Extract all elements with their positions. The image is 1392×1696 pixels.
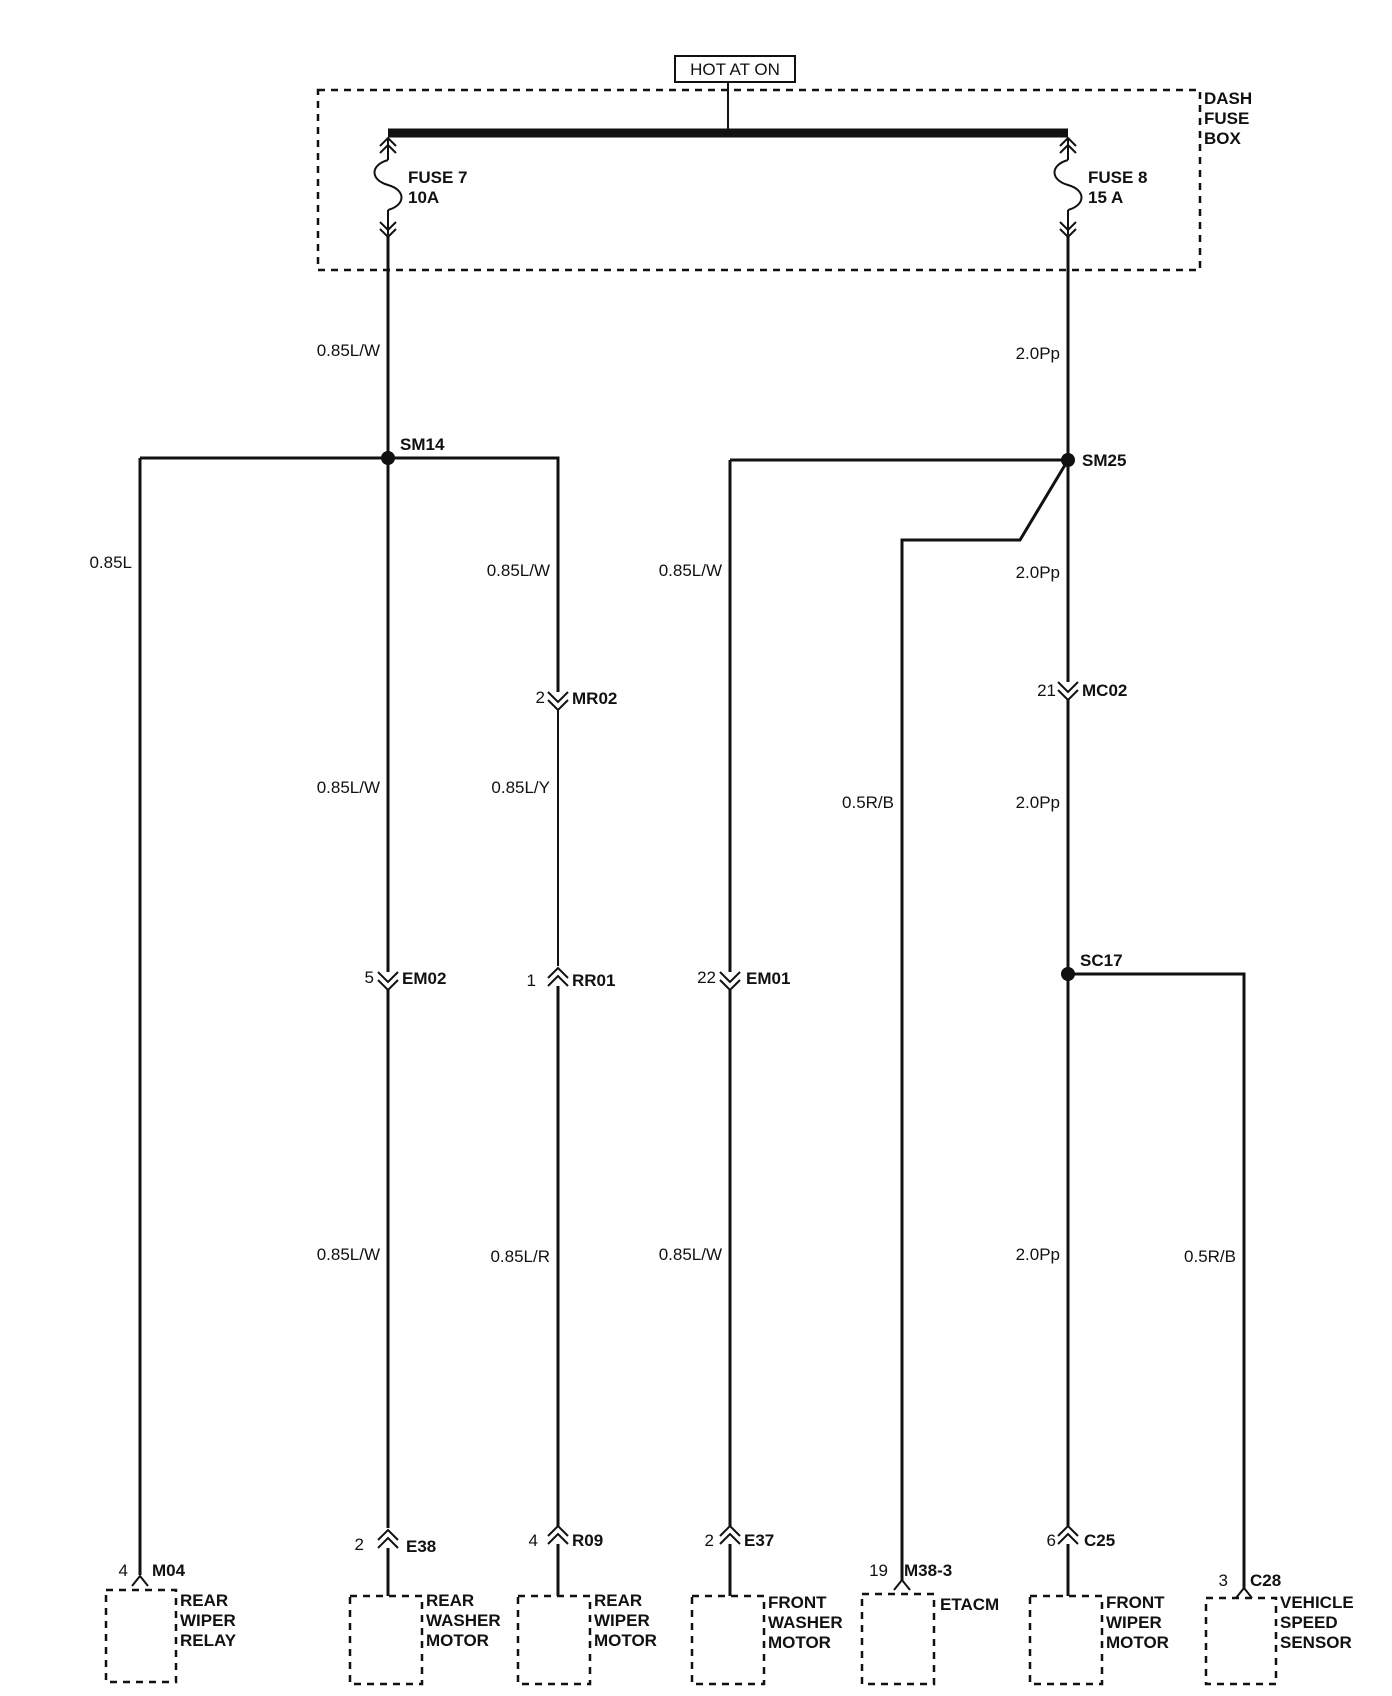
component-vehicle-speed-sensor-line1: VEHICLE	[1280, 1593, 1354, 1612]
component-rear-wiper-motor-line2: WIPER	[594, 1611, 650, 1630]
connector-m04: 4 M04	[119, 1561, 186, 1587]
component-vehicle-speed-sensor-line2: SPEED	[1280, 1613, 1338, 1632]
fuse-7-name: FUSE 7	[408, 168, 468, 187]
wire-label-relay-feed: 0.85L	[89, 553, 132, 572]
power-source: HOT AT ON	[674, 55, 796, 133]
wire-label-fuse7-out: 0.85L/W	[317, 341, 380, 360]
wire-etacm	[900, 459, 1070, 1580]
component-front-wiper-motor-line2: WIPER	[1106, 1613, 1162, 1632]
component-rear-washer-motor-line2: WASHER	[426, 1611, 501, 1630]
component-rear-wiper-relay-line1: REAR	[180, 1591, 228, 1610]
component-front-wiper-motor: FRONT WIPER MOTOR	[1028, 1593, 1169, 1686]
fuse-box-label-line3: BOX	[1204, 129, 1242, 148]
connector-e37-id: E37	[744, 1531, 774, 1550]
fuse-8: FUSE 8 15 A	[1053, 136, 1148, 239]
wire-label-washer-upper: 0.85L/W	[317, 778, 380, 797]
connector-c25: 6 C25	[1047, 1524, 1115, 1550]
component-etacm-line1: ETACM	[940, 1595, 999, 1614]
connector-rr01-pin: 1	[527, 971, 536, 990]
connector-em02-pin: 5	[365, 968, 374, 987]
connector-m38-3: 19 M38-3	[869, 1561, 952, 1591]
connector-em01-pin: 22	[697, 968, 716, 987]
fuse-7-symbol	[373, 159, 403, 211]
wire-label-front-wiper-upper: 2.0Pp	[1016, 563, 1060, 582]
component-vehicle-speed-sensor: VEHICLE SPEED SENSOR	[1204, 1593, 1354, 1686]
wire-label-front-washer-upper: 0.85L/W	[659, 561, 722, 580]
wire-label-speed-sensor: 0.5R/B	[1184, 1247, 1236, 1266]
component-vehicle-speed-sensor-line3: SENSOR	[1280, 1633, 1352, 1652]
connector-c25-pin: 6	[1047, 1531, 1056, 1550]
connector-rr01-id: RR01	[572, 971, 615, 990]
component-rear-wiper-motor: REAR WIPER MOTOR	[516, 1591, 657, 1686]
component-rear-wiper-motor-line3: MOTOR	[594, 1631, 657, 1650]
connector-r09-pin: 4	[529, 1531, 538, 1550]
component-rear-wiper-relay: REAR WIPER RELAY	[104, 1588, 237, 1684]
fuse-box-label-line1: DASH	[1204, 89, 1252, 108]
component-front-washer-motor-line1: FRONT	[768, 1593, 827, 1612]
connector-m04-id: M04	[152, 1561, 186, 1580]
fuse-7: FUSE 7 10A	[373, 136, 468, 239]
connector-mc02: 21 MC02	[1037, 681, 1127, 702]
connector-m38-pin: 19	[869, 1561, 888, 1580]
fuse-8-symbol	[1053, 159, 1083, 211]
component-rear-wiper-relay-line2: WIPER	[180, 1611, 236, 1630]
wire-label-rear-wiper-lower: 0.85L/R	[490, 1247, 550, 1266]
splice-sm25-label: SM25	[1082, 451, 1126, 470]
dash-fuse-box: DASH FUSE BOX	[316, 88, 1252, 272]
connector-rr01: 1 RR01	[527, 966, 615, 990]
splice-sm14-label: SM14	[400, 435, 445, 454]
wire-label-rear-wiper-mid: 0.85L/Y	[491, 778, 550, 797]
wire-label-front-washer-lower: 0.85L/W	[659, 1245, 722, 1264]
component-front-washer-motor-line3: MOTOR	[768, 1633, 831, 1652]
connector-e38: 2 E38	[355, 1528, 436, 1556]
connector-c28-pin: 3	[1219, 1571, 1228, 1590]
component-front-washer-motor-line2: WASHER	[768, 1613, 843, 1632]
connector-em01: 22 EM01	[697, 968, 790, 992]
connector-mc02-pin: 21	[1037, 681, 1056, 700]
splice-sc17: SC17	[1061, 951, 1246, 1590]
splice-sm14: SM14	[140, 435, 558, 465]
connector-e38-pin: 2	[355, 1535, 364, 1554]
fuse-8-rating: 15 A	[1088, 188, 1123, 207]
connector-mc02-id: MC02	[1082, 681, 1127, 700]
wire-label-etacm: 0.5R/B	[842, 793, 894, 812]
component-rear-wiper-motor-line1: REAR	[594, 1591, 642, 1610]
connector-c28: 3 C28	[1219, 1571, 1281, 1599]
fuse-box-label-line2: FUSE	[1204, 109, 1249, 128]
fuse-7-rating: 10A	[408, 188, 439, 207]
wire-rear-wiper-upper	[388, 456, 560, 692]
wire-label-washer-lower: 0.85L/W	[317, 1245, 380, 1264]
splice-sc17-label: SC17	[1080, 951, 1123, 970]
component-rear-washer-motor-line1: REAR	[426, 1591, 474, 1610]
component-etacm: ETACM	[860, 1592, 999, 1686]
connector-m04-pin: 4	[119, 1561, 128, 1580]
connector-mr02-id: MR02	[572, 689, 617, 708]
wire-label-rear-wiper-upper: 0.85L/W	[487, 561, 550, 580]
connector-em02: 5 EM02	[365, 968, 446, 992]
connector-c25-id: C25	[1084, 1531, 1115, 1550]
power-source-label: HOT AT ON	[690, 60, 780, 79]
fuse-8-name: FUSE 8	[1088, 168, 1148, 187]
connector-r09: 4 R09	[529, 1524, 603, 1550]
component-rear-washer-motor: REAR WASHER MOTOR	[348, 1591, 501, 1686]
component-front-wiper-motor-line3: MOTOR	[1106, 1633, 1169, 1652]
connector-e38-id: E38	[406, 1537, 436, 1556]
component-rear-wiper-relay-line3: RELAY	[180, 1631, 237, 1650]
component-rear-washer-motor-line3: MOTOR	[426, 1631, 489, 1650]
wire-label-front-wiper-mid: 2.0Pp	[1016, 793, 1060, 812]
component-front-washer-motor: FRONT WASHER MOTOR	[690, 1593, 843, 1686]
wire-label-fuse8-out: 2.0Pp	[1016, 344, 1060, 363]
connector-e37: 2 E37	[705, 1524, 774, 1550]
connector-e37-pin: 2	[705, 1531, 714, 1550]
connector-c28-id: C28	[1250, 1571, 1281, 1590]
connector-em01-id: EM01	[746, 969, 790, 988]
connector-mr02-pin: 2	[536, 688, 545, 707]
connector-m38-id: M38-3	[904, 1561, 952, 1580]
connector-em02-id: EM02	[402, 969, 446, 988]
connector-r09-id: R09	[572, 1531, 603, 1550]
connector-mr02: 2 MR02	[536, 688, 617, 712]
component-front-wiper-motor-line1: FRONT	[1106, 1593, 1165, 1612]
wire-label-front-wiper-lower: 2.0Pp	[1016, 1245, 1060, 1264]
